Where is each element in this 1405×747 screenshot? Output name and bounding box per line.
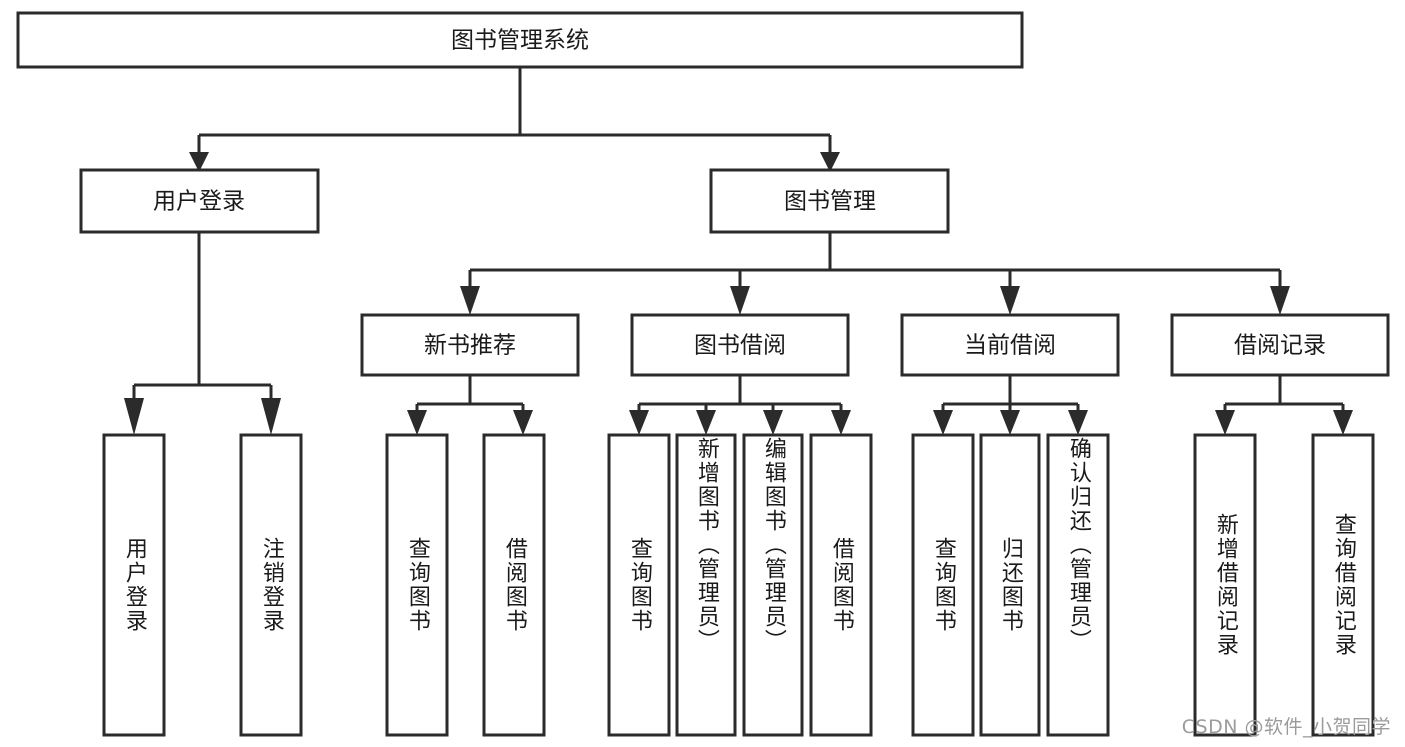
arrow-to-book-manage (820, 152, 840, 172)
arrow-to-leaf-confirm-return (1068, 410, 1088, 435)
leaf-box-query-book-1[interactable] (385, 433, 449, 737)
leaf-box-query-record[interactable] (1311, 433, 1375, 737)
arrow-to-leaf-logout (261, 398, 281, 435)
leaf-box-confirm-return[interactable] (1046, 433, 1110, 737)
arrow-to-leaf-add-record (1215, 410, 1235, 435)
node-user-login-box[interactable] (79, 168, 320, 234)
node-book-manage-label: 图书管理 (784, 189, 876, 215)
node-borrow-record-box[interactable] (1170, 313, 1390, 377)
leaf-box-query-book-3[interactable] (911, 433, 975, 737)
arrow-to-leaf-query-book-2 (629, 410, 649, 435)
arrow-to-current-borrow (1000, 286, 1020, 315)
node-new-book-recommend-label: 新书推荐 (424, 333, 516, 359)
node-current-borrow-box[interactable] (900, 313, 1120, 377)
node-root-label: 图书管理系统 (451, 28, 589, 54)
leaf-box-logout[interactable] (239, 433, 303, 737)
arrow-to-new-book-recommend (460, 286, 480, 315)
leaf-box-return-book[interactable] (979, 433, 1041, 737)
csdn-watermark: CSDN @软件_小贺同学 (1181, 716, 1391, 738)
arrow-to-leaf-borrow-book-2 (831, 410, 851, 435)
arrow-to-leaf-query-book-3 (933, 410, 953, 435)
arrow-to-leaf-return-book (1000, 410, 1020, 435)
node-borrow-record-label: 借阅记录 (1234, 333, 1326, 359)
leaf-box-edit-book[interactable] (742, 433, 804, 737)
node-user-login-label: 用户登录 (153, 189, 245, 215)
node-book-manage-box[interactable] (709, 168, 950, 234)
connector-layer (124, 67, 1353, 435)
leaf-box-borrow-book-1[interactable] (482, 433, 546, 737)
node-root-box[interactable] (16, 11, 1024, 69)
arrow-to-borrow-record (1270, 286, 1290, 315)
leaf-box-borrow-book-2[interactable] (809, 433, 873, 737)
node-layer: 图书管理系统 用户登录 图书管理 新书推荐 图书借阅 当前借阅 借阅记录 (16, 11, 1390, 737)
arrow-to-leaf-add-book (696, 410, 716, 435)
arrow-to-leaf-borrow-book-1 (513, 410, 533, 435)
leaf-box-user-login[interactable] (102, 433, 166, 737)
node-new-book-recommend-box[interactable] (360, 313, 580, 377)
leaf-box-query-book-2[interactable] (607, 433, 671, 737)
node-book-borrow-label: 图书借阅 (694, 333, 786, 359)
leaf-box-add-book[interactable] (675, 433, 737, 737)
leaf-box-add-record[interactable] (1193, 433, 1257, 737)
arrow-to-leaf-edit-book (763, 410, 783, 435)
arrow-to-leaf-query-record (1333, 410, 1353, 435)
arrow-to-leaf-user-login (124, 398, 144, 435)
arrow-to-leaf-query-book-1 (407, 410, 427, 435)
node-current-borrow-label: 当前借阅 (964, 333, 1056, 359)
arrow-to-book-borrow (730, 286, 750, 315)
node-book-borrow-box[interactable] (630, 313, 850, 377)
arrow-to-user-login (189, 152, 209, 172)
